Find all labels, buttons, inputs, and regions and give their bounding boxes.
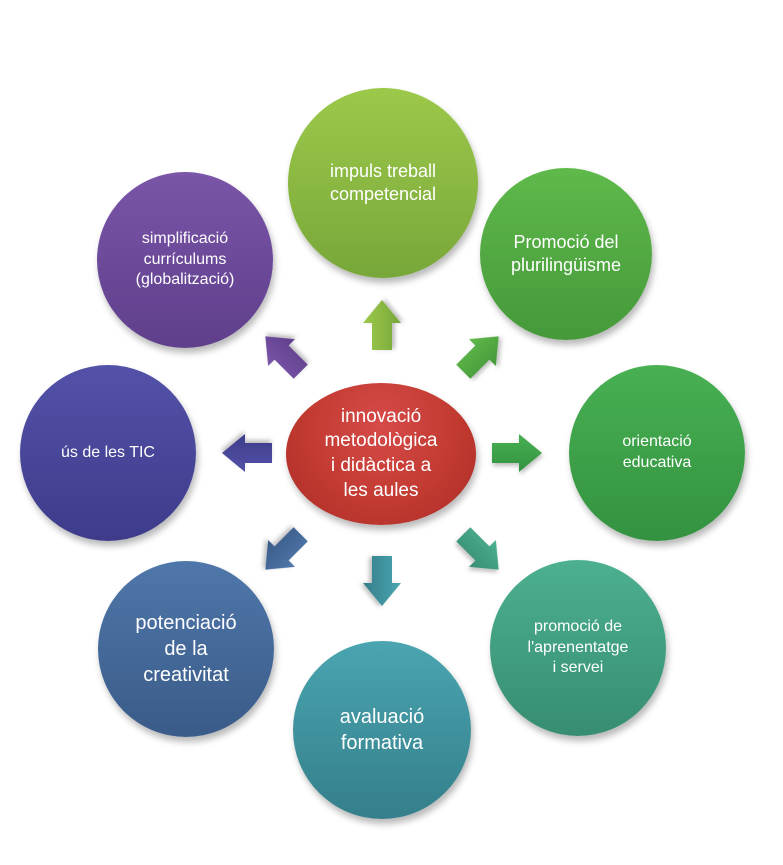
node-plurilinguisme: Promoció del plurilingüisme [480, 168, 652, 340]
node-aprenentatge-servei: promoció de l'aprenentatge i servei [490, 560, 666, 736]
arrow-up-right-icon [456, 336, 499, 379]
arrow-down-left-icon [265, 527, 308, 570]
node-creativitat: potenciació de la creativitat [98, 561, 274, 737]
arrow-down-right-icon [456, 527, 499, 570]
node-simplificacio-curriculums: simplificació currículums (globalització… [97, 172, 273, 348]
node-label: promoció de l'aprenentatge i servei [527, 617, 629, 677]
node-label: avaluació formativa [339, 706, 425, 754]
node-label: ús de les TIC [61, 443, 155, 461]
node-avaluacio-formativa: avaluació formativa [293, 641, 471, 819]
node-impuls-treball: impuls treball competencial [288, 88, 478, 278]
center-label: innovació metodològica i didàctica a les… [324, 405, 438, 501]
node-label: impuls treball competencial [329, 160, 437, 204]
arrow-down-icon [363, 556, 401, 606]
arrow-up-left-icon [265, 336, 308, 379]
node-label: simplificació currículums (globalització… [135, 229, 235, 289]
center-node: innovació metodològica i didàctica a les… [286, 383, 476, 525]
arrow-left-icon [222, 434, 272, 472]
node-label: potenciació de la creativitat [135, 612, 237, 686]
node-label: orientació educativa [622, 433, 692, 471]
arrow-up-icon [363, 300, 401, 350]
node-orientacio-educativa: orientació educativa [569, 365, 745, 541]
arrow-right-icon [492, 434, 542, 472]
node-label: Promoció del plurilingüisme [510, 231, 622, 275]
node-us-tic: ús de les TIC [20, 365, 196, 541]
